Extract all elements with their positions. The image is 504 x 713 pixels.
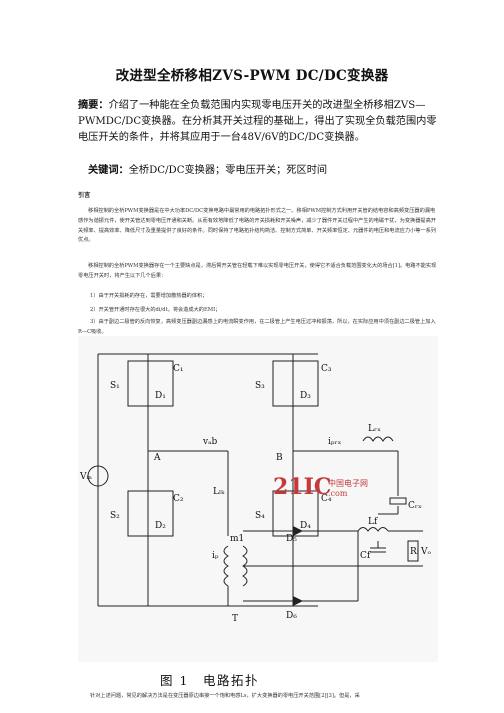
abstract-label: 摘要：: [78, 99, 109, 111]
label-c4: C₄: [321, 494, 332, 504]
label-d4: D₄: [300, 521, 311, 531]
label-s3: S₃: [255, 381, 265, 391]
label-b: B: [276, 453, 283, 463]
circuit-diagram: S₁ D₁ C₁ S₂ D₂ C₂ S₃ D₃ C₃ S₄ D₄ C₄ Vᵢₙ …: [79, 353, 431, 624]
label-iprx: iₚᵣₓ: [328, 437, 342, 447]
keywords: 关键词：全桥DC/DC变换器；零电压开关；死区时间: [88, 161, 327, 176]
label-vin: Vᵢₙ: [79, 472, 92, 482]
list-item-3: 3）由于副边二极管的反向恢复，高频变压器副边漏感上的电流瞬变作用，在二极管上产生…: [78, 319, 436, 335]
keywords-text: 全桥DC/DC变换器；零电压开关；死区时间: [128, 165, 328, 176]
intro-p1-text: 移相控制的全桥PWM变换器是在中大功率DC/DC变换电路中最常用的电路拓扑形式之…: [78, 208, 436, 244]
label-d1: D₁: [155, 391, 166, 401]
keywords-label: 关键词：: [88, 164, 129, 176]
watermark-main: 21IC: [273, 474, 331, 500]
label-c3: C₃: [321, 364, 332, 374]
label-s2: S₂: [110, 511, 120, 521]
watermark: 21IC 中国电子网 .com: [273, 474, 368, 500]
label-lf: Lf: [368, 517, 378, 527]
label-s4: S₄: [255, 511, 265, 521]
label-d3: D₃: [300, 391, 311, 401]
figure-caption-number: 图 1: [160, 673, 189, 688]
list-item-2: 2）开关管开通时存在很大的di/dt，将会造成大的EMI；: [90, 307, 221, 313]
label-s1: S₁: [110, 381, 120, 391]
label-d6: D₆: [286, 611, 297, 621]
label-lrx: Lᵣₓ: [368, 424, 381, 434]
label-d2: D₂: [155, 521, 166, 531]
label-m1: m1: [230, 534, 244, 544]
watermark-url: .com: [328, 489, 348, 498]
label-c1: C₁: [173, 364, 184, 374]
intro-paragraph-1: 移相控制的全桥PWM变换器是在中大功率DC/DC变换电路中最常用的电路拓扑形式之…: [78, 207, 438, 246]
label-lk: Lₗₖ: [213, 487, 225, 497]
figure-caption: 图 1 电路拓扑: [160, 670, 273, 689]
list-item-1: 1）由于开关损耗的存在，需要增加散热器的体积；: [90, 293, 208, 299]
label-t: T: [232, 614, 238, 624]
label-vab: vₐb: [202, 437, 218, 447]
label-cf: Cf: [360, 551, 371, 561]
label-c2: C₂: [173, 494, 184, 504]
label-a: A: [153, 453, 161, 463]
circuit-figure: S₁ D₁ C₁ S₂ D₂ C₂ S₃ D₃ C₃ S₄ D₄ C₄ Vᵢₙ …: [78, 336, 438, 662]
paper-title: 改进型全桥移相ZVS-PWM DC/DC变换器: [115, 68, 389, 84]
intro-heading: 引言: [78, 192, 91, 199]
figure-caption-text: 电路拓扑: [202, 673, 259, 688]
abstract-text: 介绍了一种能在全负载范围内实现零电压开关的改进型全桥移相ZVS—PWMDC/DC…: [78, 100, 437, 143]
intro-p2-text: 移相控制的全桥PWM变换器存在一个主要缺点是，滞后臂开关管在轻载下难以实现零电压…: [78, 263, 437, 279]
watermark-sub: 中国电子网: [328, 478, 368, 488]
abstract: 摘要：介绍了一种能在全负载范围内实现零电压开关的改进型全桥移相ZVS—PWMDC…: [78, 97, 438, 146]
label-vo: Vₒ: [420, 547, 431, 557]
bottom-paragraph: 针对上述问题，常见的解决方法是在变压器原边串接一个饱和电感Ls，扩大变换器的零电…: [90, 693, 360, 699]
intro-paragraph-2: 移相控制的全桥PWM变换器存在一个主要缺点是，滞后臂开关管在轻载下难以实现零电压…: [78, 262, 438, 282]
label-ip: iₚ: [212, 551, 219, 561]
label-d5: D₅: [286, 534, 297, 544]
label-crx: Cᵣₓ: [408, 501, 422, 511]
label-rl: Rₗ: [410, 547, 419, 557]
